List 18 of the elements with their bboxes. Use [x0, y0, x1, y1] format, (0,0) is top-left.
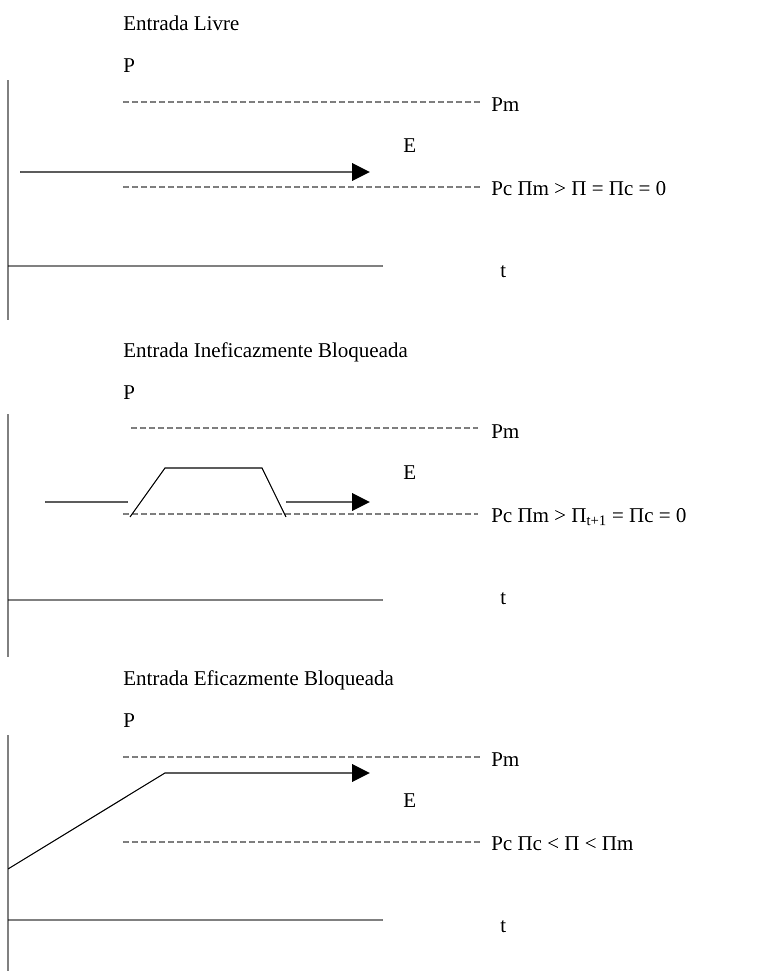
level-label: Pc Πm > Π = Πc = 0 — [492, 181, 666, 196]
axis-label: P — [124, 713, 134, 727]
axis-label: P — [124, 58, 134, 72]
level-label: Pc Πc < Π < Πm — [492, 836, 633, 850]
axis-label: t — [500, 265, 506, 278]
panel-title: Entrada Eficazmente Bloqueada — [124, 670, 394, 690]
level-label: Pm — [492, 424, 519, 438]
curve-label: E — [404, 793, 415, 807]
level-label: Pm — [492, 97, 519, 111]
panel-title: Entrada Livre — [124, 15, 239, 30]
axis-label: P — [124, 385, 134, 399]
panel-title: Entrada Ineficazmente Bloqueada — [124, 342, 408, 362]
curve-label: E — [404, 138, 415, 152]
level-label: Pc Πm > Π$_{t+1}$ = Πc = 0 — [492, 508, 686, 526]
axis-label: t — [500, 920, 506, 932]
curve-label: E — [404, 465, 415, 479]
axis-label: t — [500, 592, 506, 604]
level-label: Pm — [492, 752, 519, 766]
